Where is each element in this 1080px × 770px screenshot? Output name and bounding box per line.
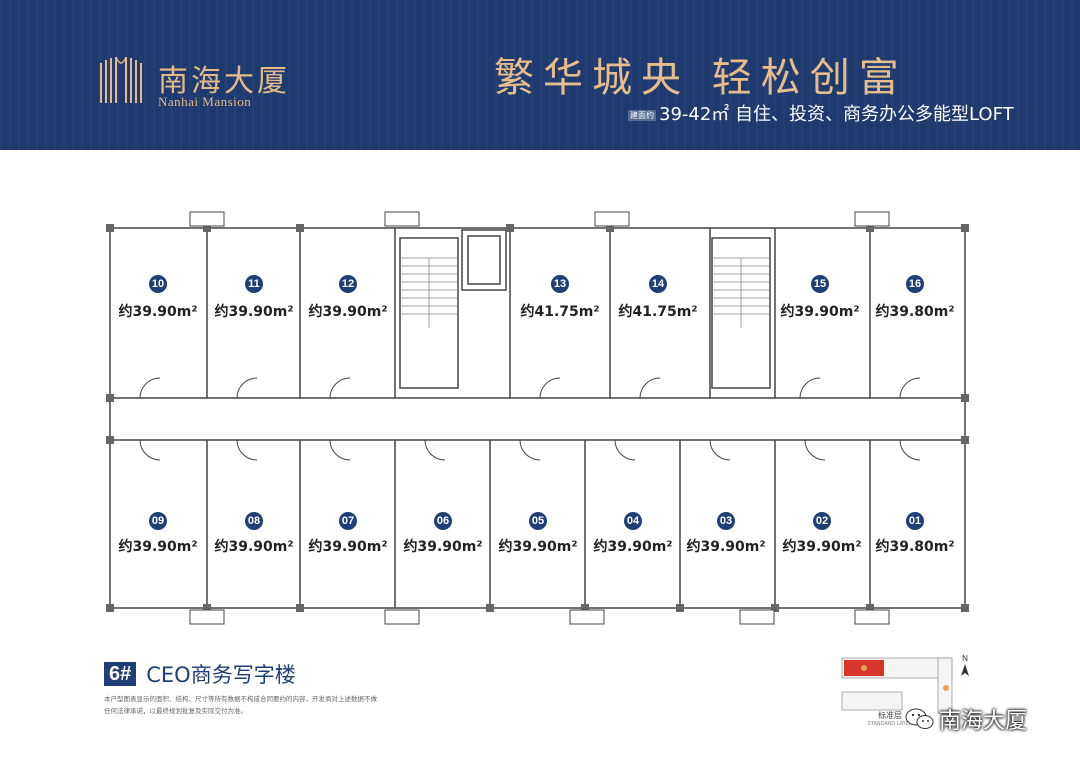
unit-area: 约41.75m² — [520, 303, 599, 320]
unit-16: 16 约39.80m² — [875, 275, 955, 320]
unit-13: 13 约41.75m² — [520, 275, 600, 320]
unit-number: 06 — [437, 515, 449, 527]
unit-08: 08 约39.90m² — [214, 512, 294, 555]
building-title: 6# CEO商务写字楼 — [104, 662, 296, 687]
unit-area: 约39.90m² — [782, 538, 861, 555]
unit-area: 约41.75m² — [618, 303, 697, 320]
unit-04: 04 约39.90m² — [593, 512, 673, 555]
unit-09: 09 约39.90m² — [118, 512, 198, 555]
unit-area: 约39.90m² — [498, 538, 577, 555]
unit-area: 约39.90m² — [308, 538, 387, 555]
unit-01: 01 约39.80m² — [875, 512, 955, 555]
unit-number: 11 — [248, 278, 260, 290]
disclaimer: 本户型图表显示的面积、结构、尺寸等所有数据不构成合同要约的内容，开发商对上述数据… — [104, 693, 434, 717]
unit-02: 02 约39.90m² — [782, 512, 862, 555]
slogan: 繁华城央 轻松创富 — [494, 55, 908, 101]
disclaimer-line: 任何法律承诺，以最终规划批复及实际交付为准。 — [104, 707, 247, 715]
unit-06: 06 约39.90m² — [403, 512, 483, 555]
floor-plan: 10 约39.90m² 11 约39.90m² 12 约39.90m² 13 约… — [106, 211, 969, 625]
area-tag: 建面约 — [628, 109, 656, 121]
unit-15: 15 约39.90m² — [780, 275, 860, 320]
unit-03: 03 约39.90m² — [686, 512, 766, 555]
disclaimer-line: 本户型图表显示的面积、结构、尺寸等所有数据不构成合同要约的内容，开发商对上述数据… — [104, 695, 377, 703]
brand-logo-icon — [100, 56, 142, 103]
unit-area: 约39.90m² — [214, 538, 293, 555]
unit-number: 03 — [720, 515, 732, 527]
unit-number: 05 — [532, 515, 544, 527]
key-plan-caption: 标准层 STANDARD LAYER — [860, 710, 920, 727]
unit-number: 02 — [816, 515, 828, 527]
building-number: 6# — [104, 662, 137, 686]
watermark: 南海大厦 — [905, 703, 1027, 735]
unit-area: 约39.90m² — [214, 303, 293, 320]
unit-area: 约39.90m² — [593, 538, 672, 555]
unit-number: 09 — [152, 515, 164, 527]
product-subline-text: 39-42㎡ 自住、投资、商务办公多能型LOFT — [659, 104, 1014, 125]
building-name: CEO商务写字楼 — [146, 663, 296, 687]
north-arrow-icon: N — [961, 654, 969, 676]
unit-number: 14 — [652, 278, 665, 290]
unit-number: 04 — [627, 515, 640, 527]
unit-10: 10 约39.90m² — [118, 275, 198, 320]
unit-number: 08 — [248, 515, 260, 527]
unit-number: 07 — [342, 515, 354, 527]
unit-area: 约39.80m² — [875, 303, 954, 320]
unit-07: 07 约39.90m² — [308, 512, 388, 555]
unit-area: 约39.90m² — [308, 303, 387, 320]
brand-name-en: Nanhai Mansion — [158, 94, 252, 109]
unit-area: 约39.90m² — [118, 538, 197, 555]
unit-05: 05 约39.90m² — [498, 512, 578, 555]
key-plan — [841, 657, 953, 714]
unit-number: 13 — [554, 278, 566, 290]
unit-number: 16 — [909, 278, 921, 290]
unit-area: 约39.90m² — [780, 303, 859, 320]
unit-11: 11 约39.90m² — [214, 275, 294, 320]
unit-12: 12 约39.90m² — [308, 275, 388, 320]
unit-area: 约39.80m² — [875, 538, 954, 555]
unit-area: 约39.90m² — [118, 303, 197, 320]
unit-area: 约39.90m² — [403, 538, 482, 555]
unit-14: 14 约41.75m² — [618, 275, 698, 320]
watermark-text: 南海大厦 — [939, 709, 1028, 734]
key-plan-label-en: STANDARD LAYER — [867, 721, 913, 727]
header-banner — [0, 0, 1080, 150]
unit-number: 10 — [152, 278, 164, 290]
north-label: N — [962, 654, 968, 663]
brand-name-cn: 南海大厦 — [158, 64, 290, 99]
unit-area: 约39.90m² — [686, 538, 765, 555]
wechat-icon — [905, 708, 934, 729]
unit-number: 12 — [342, 278, 354, 290]
unit-number: 15 — [814, 278, 826, 290]
unit-number: 01 — [909, 515, 921, 527]
key-plan-label: 标准层 — [878, 711, 902, 720]
